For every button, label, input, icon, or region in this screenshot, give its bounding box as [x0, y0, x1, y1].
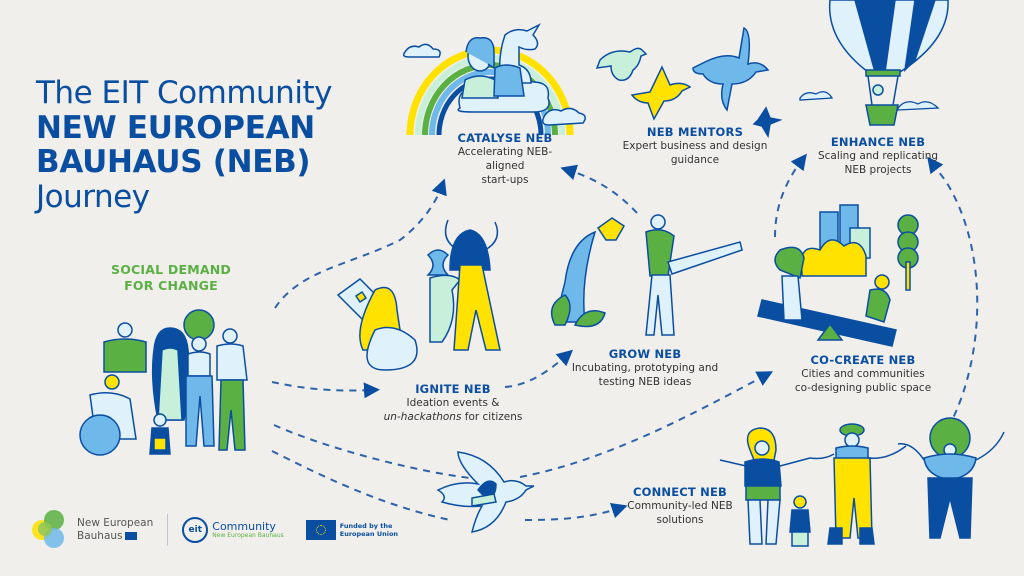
arrow-social-to-ignite	[271, 381, 380, 399]
stage-grow-desc-2: testing NEB ideas	[598, 376, 692, 389]
people-group-icon	[79, 309, 248, 456]
stage-catalyse-title: CATALYSE NEB	[457, 131, 553, 145]
people-holding-hands-icon	[719, 417, 1005, 547]
stage-enhance-title: ENHANCE NEB	[830, 135, 926, 149]
stage-mentors-title: NEB MENTORS	[646, 125, 744, 139]
eu-funding-text: Funded by the European Union	[340, 522, 398, 538]
ignite-illustration	[336, 219, 501, 371]
stage-grow: GROW NEB Incubating, prototyping and tes…	[570, 347, 720, 389]
stage-ignite: IGNITE NEB Ideation events & un-hackatho…	[378, 382, 528, 424]
partner-logos: New European Bauhaus eit Community New E…	[30, 505, 398, 555]
eit-line-1: Community	[212, 519, 276, 533]
eu-flag-icon	[305, 520, 336, 540]
stage-catalyse-desc-2: start-ups	[481, 174, 529, 187]
stage-connect-desc-2: solutions	[656, 514, 704, 527]
stage-ignite-desc-2: un-hackathons for citizens	[378, 410, 528, 424]
social-demand-line-1: SOCIAL DEMAND	[111, 262, 231, 277]
stage-connect-title: CONNECT NEB	[632, 485, 728, 499]
stage-connect: CONNECT NEB Community-led NEB solutions	[620, 485, 740, 527]
stage-cocreate: CO-CREATE NEB Cities and communities co-…	[778, 353, 948, 395]
stage-catalyse: CATALYSE NEB Accelerating NEB-aligned st…	[440, 131, 570, 188]
eit-badge-text: eit	[188, 525, 203, 535]
arrow-bird-to-cocreate	[519, 371, 774, 478]
unicorn-icon	[461, 23, 541, 99]
hot-air-balloon-icon	[828, 0, 949, 126]
stage-mentors-desc-1: Expert business and design	[622, 140, 768, 152]
stage-connect-desc-1: Community-led NEB	[627, 500, 733, 512]
eu-line-1: Funded by the	[339, 521, 393, 530]
title-line-2: NEW EUROPEAN	[36, 109, 315, 146]
eit-line-2: New European Bauhaus	[212, 531, 284, 539]
stage-cocreate-title: CO-CREATE NEB	[810, 353, 916, 367]
flying-dove-icon	[436, 451, 535, 533]
stage-cocreate-desc-1: Cities and communities	[801, 368, 925, 380]
un-hackathons-emphasis: un-hackathons	[383, 411, 462, 424]
title-line-1: The EIT Community	[36, 75, 332, 111]
neb-logo-line-1: New European	[77, 517, 154, 530]
title-line-3: BAUHAUS (NEB)	[36, 144, 311, 181]
stage-grow-desc-1: Incubating, prototyping and	[571, 362, 719, 374]
arrow-social-to-bird-top	[273, 424, 471, 479]
eit-community-text: Community New European Bauhaus	[212, 519, 284, 540]
eu-line-2: European Union	[339, 530, 399, 538]
neb-logo-line-2: Bauhaus	[77, 530, 123, 542]
stage-enhance-desc-2: NEB projects	[844, 164, 912, 177]
stage-ignite-title: IGNITE NEB	[415, 382, 491, 396]
stage-ignite-desc-1: Ideation events &	[406, 397, 500, 409]
stage-cocreate-desc-2: co-designing public space	[794, 382, 932, 395]
watering-can-icon	[550, 214, 743, 336]
bird-icon	[595, 26, 783, 139]
stage-ignite-desc-2-rest: for citizens	[461, 411, 523, 424]
arrow-cocreate-to-enhance	[774, 153, 807, 238]
arrow-social-to-catalyse	[274, 178, 447, 309]
seesaw-icon	[757, 204, 919, 347]
arrow-ignite-to-grow	[504, 349, 573, 388]
neb-logo-icon	[30, 508, 75, 553]
social-demand-label: SOCIAL DEMAND FOR CHANGE	[96, 262, 246, 295]
title-line-4: Journey	[36, 179, 150, 216]
social-demand-line-2: FOR CHANGE	[124, 278, 218, 294]
stage-mentors: NEB MENTORS Expert business and design g…	[620, 125, 770, 167]
stage-catalyse-desc-1: Accelerating NEB-aligned	[457, 146, 553, 173]
stage-mentors-desc-2: guidance	[670, 154, 720, 167]
stage-enhance: ENHANCE NEB Scaling and replicating NEB …	[808, 135, 948, 177]
arrow-people-to-enhance	[927, 156, 979, 429]
eu-mini-flag-icon	[124, 532, 137, 540]
neb-logo-text: New European Bauhaus	[77, 517, 153, 542]
eit-logo-icon: eit	[182, 517, 209, 543]
stage-grow-title: GROW NEB	[608, 347, 682, 361]
arrow-social-to-bird-bottom	[271, 450, 451, 521]
stage-enhance-desc-1: Scaling and replicating	[817, 150, 939, 162]
logo-divider	[167, 514, 169, 546]
page-title: The EIT Community NEW EUROPEAN BAUHAUS (…	[36, 76, 332, 215]
